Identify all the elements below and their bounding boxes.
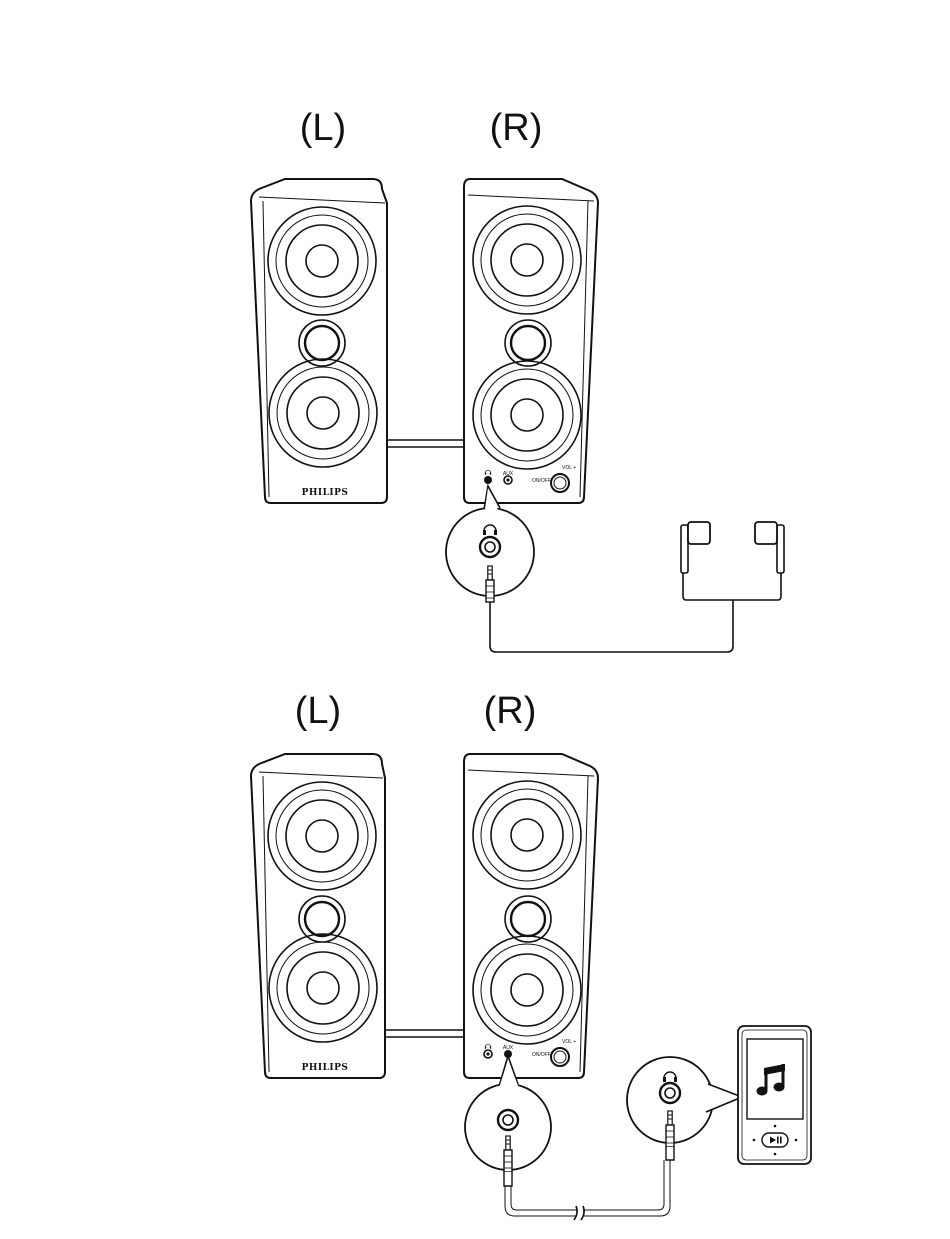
player-screen xyxy=(747,1039,803,1119)
aux-label: AUX xyxy=(503,471,514,477)
left-speaker-label: (L) xyxy=(295,690,341,732)
brand-logo: PHILIPS xyxy=(302,488,349,498)
volume-label: VOL + xyxy=(562,465,576,471)
music-player xyxy=(738,1026,811,1164)
right-speaker: AUX VOL + ON/OFF xyxy=(464,179,598,503)
headphones xyxy=(681,522,784,600)
right-speaker-label: (R) xyxy=(484,690,537,732)
diagram-aux-connection: (L) (R) PHILIPS AUX xyxy=(251,690,811,1220)
right-speaker: AUX VOL + ON/OFF xyxy=(464,754,598,1078)
player-jack-callout xyxy=(627,1057,742,1160)
left-speaker-label: (L) xyxy=(300,107,346,149)
onoff-label: ON/OFF xyxy=(532,1052,551,1058)
left-speaker: PHILIPS xyxy=(251,179,387,503)
headphone-jack[interactable] xyxy=(484,476,492,484)
diagram-headphone-connection: (L) (R) PHILIPS AUX xyxy=(251,107,784,652)
aux-plug-speaker-end xyxy=(504,1136,512,1172)
volume-label: VOL + xyxy=(562,1039,576,1045)
left-speaker: PHILIPS xyxy=(251,754,385,1078)
onoff-label: ON/OFF xyxy=(532,478,551,484)
aux-plug-player-end xyxy=(666,1111,674,1147)
right-speaker-label: (R) xyxy=(490,107,543,149)
brand-logo: PHILIPS xyxy=(302,1063,349,1073)
headphone-plug xyxy=(486,566,494,602)
aux-label: AUX xyxy=(503,1045,514,1051)
headphone-cable xyxy=(490,600,733,652)
aux-cable xyxy=(505,1160,670,1220)
